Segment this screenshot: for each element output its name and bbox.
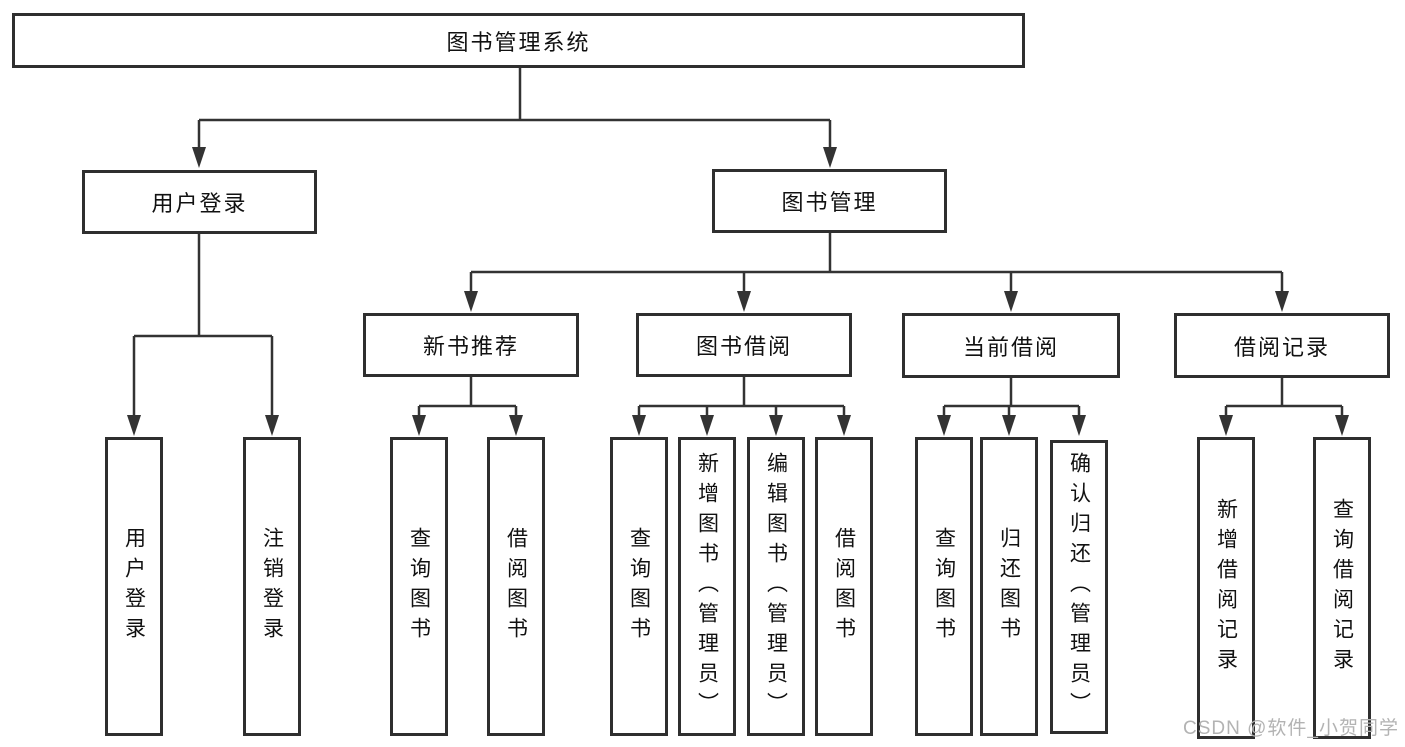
node-leaf-bb-add-books-admin: 新增图书（管理员） xyxy=(678,437,736,736)
node-leaf-logout: 注销登录 xyxy=(243,437,301,736)
node-leaf-bb-edit-books-admin: 编辑图书（管理员） xyxy=(747,437,805,736)
node-book-management: 图书管理 xyxy=(712,169,947,233)
node-label: 图书管理系统 xyxy=(446,29,591,55)
node-label: 用户登录 xyxy=(151,191,248,216)
node-library-system: 图书管理系统 xyxy=(12,13,1025,68)
node-label: 借阅记录 xyxy=(1233,334,1330,360)
node-leaf-cb-return-books: 归还图书 xyxy=(980,437,1038,736)
node-leaf-rec-query-books: 查询图书 xyxy=(390,437,448,736)
node-label: 图书管理 xyxy=(781,190,878,215)
node-label: 新书推荐 xyxy=(422,334,519,359)
node-label: 归还图书 xyxy=(997,526,1021,647)
node-borrowing-records: 借阅记录 xyxy=(1174,313,1390,378)
node-new-book-recommend: 新书推荐 xyxy=(363,313,579,377)
node-label: 编辑图书（管理员） xyxy=(764,451,788,722)
node-leaf-user-login: 用户登录 xyxy=(105,437,163,736)
node-leaf-br-query-record: 查询借阅记录 xyxy=(1313,437,1371,739)
node-label: 查询借阅记录 xyxy=(1330,498,1354,678)
node-label: 借阅图书 xyxy=(832,526,856,647)
node-leaf-bb-borrow-books: 借阅图书 xyxy=(815,437,873,736)
node-book-borrowing: 图书借阅 xyxy=(636,313,852,377)
node-label: 查询图书 xyxy=(407,526,431,647)
node-label: 用户登录 xyxy=(122,526,146,647)
node-label: 查询图书 xyxy=(627,526,651,647)
arrowhead-icons xyxy=(127,147,1349,436)
node-label: 新增图书（管理员） xyxy=(695,451,719,722)
node-current-borrowing: 当前借阅 xyxy=(902,313,1120,378)
node-user-login: 用户登录 xyxy=(82,170,317,234)
node-leaf-br-add-record: 新增借阅记录 xyxy=(1197,437,1255,739)
node-leaf-cb-query-books: 查询图书 xyxy=(915,437,973,736)
node-label: 借阅图书 xyxy=(504,526,528,647)
node-leaf-rec-borrow-books: 借阅图书 xyxy=(487,437,545,736)
node-label: 图书借阅 xyxy=(695,334,792,359)
node-leaf-cb-confirm-return-admin: 确认归还（管理员） xyxy=(1050,440,1108,734)
watermark-text: CSDN @软件_小贺同学 xyxy=(1183,718,1399,739)
node-label: 确认归还（管理员） xyxy=(1067,452,1091,722)
node-label: 注销登录 xyxy=(260,526,284,647)
node-leaf-bb-query-books: 查询图书 xyxy=(610,437,668,736)
node-label: 查询图书 xyxy=(932,526,956,647)
node-label: 新增借阅记录 xyxy=(1214,498,1238,678)
node-label: 当前借阅 xyxy=(962,334,1059,360)
